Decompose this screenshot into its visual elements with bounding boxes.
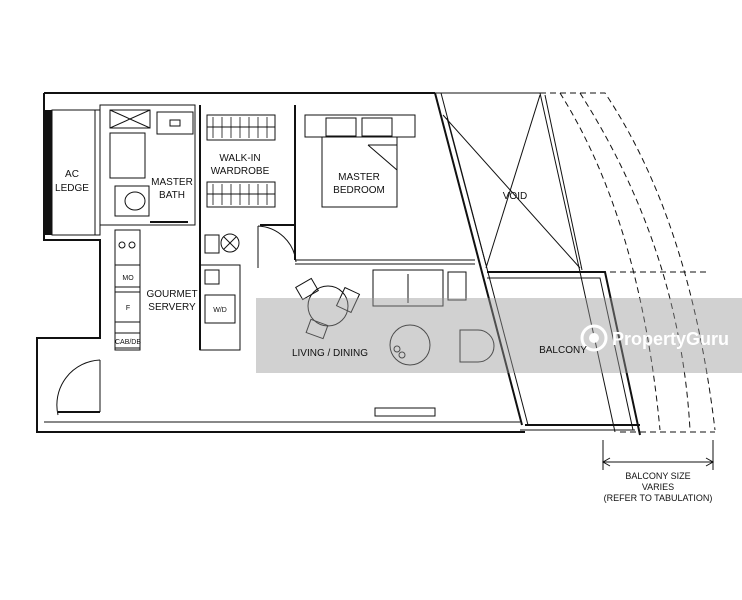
master-bedroom-label-2: BEDROOM bbox=[333, 185, 385, 196]
room-labels: AC LEDGE MASTER BATH WALK-IN WARDROBE MA… bbox=[55, 153, 587, 359]
note-line-3: (REFER TO TABULATION) bbox=[604, 493, 713, 503]
f-label: F bbox=[126, 305, 130, 312]
walkin-label-1: WALK-IN bbox=[219, 153, 260, 164]
master-bath-label-2: BATH bbox=[159, 190, 185, 201]
void-label: VOID bbox=[503, 191, 527, 202]
gourmet-label-2: SERVERY bbox=[148, 302, 196, 313]
void-area bbox=[435, 92, 583, 273]
sofa-icon bbox=[372, 269, 444, 307]
wd-label: W/D bbox=[213, 307, 227, 314]
master-bath bbox=[99, 104, 196, 226]
armchair-icon bbox=[459, 329, 495, 363]
basin-icon bbox=[156, 111, 194, 135]
glass-facade bbox=[434, 92, 529, 426]
bathtub-shower-icon bbox=[109, 109, 151, 129]
watermark: PropertyGuru bbox=[256, 298, 742, 373]
balcony-variation-outline bbox=[540, 92, 716, 433]
entry-door bbox=[56, 359, 101, 416]
outer-walls bbox=[36, 92, 525, 433]
pillow-icon bbox=[361, 117, 393, 137]
cab-db-label: CAB/DB bbox=[115, 339, 141, 346]
living-dining-furniture bbox=[295, 269, 495, 417]
ac-ledge-wall bbox=[44, 110, 52, 235]
balcony-note: BALCONY SIZE VARIES (REFER TO TABULATION… bbox=[604, 471, 713, 503]
walkin-label-2: WARDROBE bbox=[211, 166, 270, 177]
mo-label: MO bbox=[122, 275, 134, 282]
pillow-icon bbox=[325, 117, 357, 137]
tv-console-icon bbox=[374, 407, 436, 417]
headboard-icon bbox=[304, 114, 416, 138]
master-bedroom bbox=[257, 105, 475, 268]
washer-icon bbox=[220, 233, 240, 253]
master-bath-label-1: MASTER bbox=[151, 177, 193, 188]
ac-ledge-label-1: AC bbox=[65, 169, 79, 180]
toilet-icon bbox=[114, 185, 150, 217]
sink-icon bbox=[204, 269, 220, 285]
hob-icon bbox=[118, 241, 126, 249]
coffee-table-icon bbox=[389, 324, 431, 366]
master-bedroom-label-1: MASTER bbox=[338, 172, 380, 183]
balcony-dimension bbox=[601, 440, 715, 470]
door-swing-icon bbox=[257, 225, 297, 263]
propertyguru-logo-icon bbox=[580, 324, 608, 352]
balcony-label: BALCONY bbox=[539, 345, 587, 356]
note-line-2: VARIES bbox=[642, 482, 674, 492]
note-line-1: BALCONY SIZE bbox=[625, 471, 690, 481]
bed-icon bbox=[321, 136, 398, 208]
gourmet-label-1: GOURMET bbox=[146, 289, 197, 300]
watermark-text: PropertyGuru bbox=[612, 329, 729, 349]
hob-icon bbox=[128, 241, 136, 249]
ac-ledge-label-2: LEDGE bbox=[55, 183, 89, 194]
door-swing-icon bbox=[56, 359, 101, 416]
gourmet-servery bbox=[114, 229, 241, 351]
living-dining-label: LIVING / DINING bbox=[292, 348, 368, 359]
shower-icon bbox=[109, 132, 146, 179]
